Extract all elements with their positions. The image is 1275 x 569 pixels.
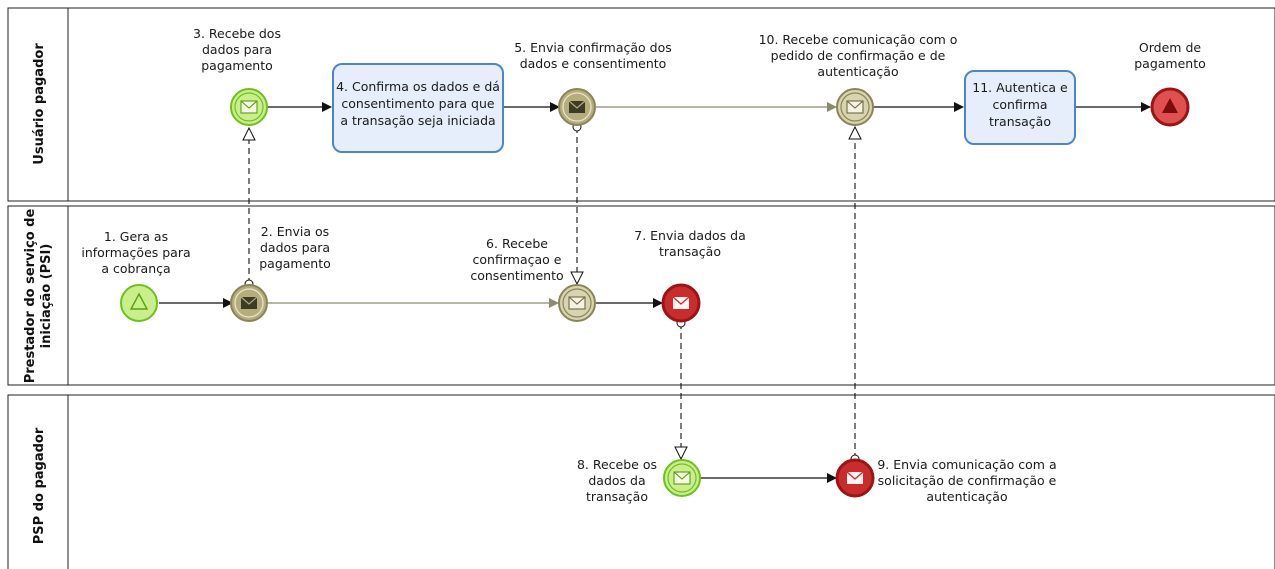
envelope-outline-icon xyxy=(673,471,691,485)
end-event-psp-message[interactable] xyxy=(835,458,875,498)
task-autentica[interactable]: 11. Autentica e confirma transação xyxy=(964,70,1076,145)
lane-title-usuario: Usuário pagador xyxy=(32,43,47,165)
label-psi-send: 2. Envia os dados para pagamento xyxy=(259,224,331,271)
end-event-psi-message[interactable] xyxy=(661,283,701,323)
label-user-receive2-line3: autenticação xyxy=(817,64,898,79)
envelope-outline-icon xyxy=(846,100,864,114)
event-psi-receive-message[interactable] xyxy=(558,284,596,322)
event-user-receive-message[interactable] xyxy=(230,88,268,126)
label-psp-receive-line3: transação xyxy=(586,489,648,504)
label-user-receive2-line1: 10. Recebe comunicação com o xyxy=(759,32,958,47)
task-autentica-line3: transação xyxy=(989,114,1051,129)
label-start-line1: 1. Gera as xyxy=(104,229,168,244)
event-user-receive2-message[interactable] xyxy=(836,88,874,126)
lane-psi: Prestador do serviço de iniciação (PSI) xyxy=(7,205,1275,386)
event-user-send-message[interactable] xyxy=(558,88,596,126)
label-user-receive-line2: dados para xyxy=(202,42,272,57)
label-psp-end-line3: autenticação xyxy=(926,489,1007,504)
label-psi-end-line2: transação xyxy=(659,244,721,259)
label-psp-receive-line1: 8. Recebe os xyxy=(577,457,657,472)
label-user-receive2: 10. Recebe comunicação com o pedido de c… xyxy=(759,32,958,79)
task-confirma-dados[interactable]: 4. Confirma os dados e dá consentimento … xyxy=(332,63,504,153)
envelope-filled-icon xyxy=(846,471,864,484)
label-start-line3: a cobrança xyxy=(101,261,170,276)
label-user-send: 5. Envia confirmação dos dados e consent… xyxy=(514,40,672,71)
label-psi-send-line3: pagamento xyxy=(259,256,331,271)
label-psp-end-line1: 9. Envia comunicação com a xyxy=(877,457,1056,472)
label-start: 1. Gera as informações para a cobrança xyxy=(81,229,190,276)
lane-title-psi-line1: Prestador do serviço de xyxy=(23,209,38,384)
envelope-filled-icon xyxy=(240,296,258,309)
signal-triangle-icon xyxy=(1162,98,1178,113)
label-final-end-line2: pagamento xyxy=(1134,56,1206,71)
envelope-outline-icon xyxy=(240,100,258,114)
envelope-filled-icon xyxy=(568,100,586,113)
label-psi-send-line1: 2. Envia os xyxy=(261,224,329,239)
label-final-end: Ordem de pagamento xyxy=(1134,40,1206,71)
label-user-receive2-line2: pedido de confirmação e de xyxy=(771,48,946,63)
label-psi-receive: 6. Recebe confirmaçao e consentimento xyxy=(470,236,563,283)
label-psi-receive-line3: consentimento xyxy=(470,268,563,283)
lane-title-psi-line2: iniciação (PSI) xyxy=(39,244,54,349)
task-autentica-line2: confirma xyxy=(992,97,1047,112)
event-psp-receive-message[interactable] xyxy=(663,459,701,497)
start-event[interactable] xyxy=(120,284,158,322)
label-psi-end: 7. Envia dados da transação xyxy=(634,228,745,259)
task-confirma-line3: a transação seja iniciada xyxy=(340,113,495,128)
task-confirma-line1: 4. Confirma os dados e dá xyxy=(336,79,500,94)
label-psp-receive: 8. Recebe os dados da transação xyxy=(577,457,657,504)
event-psi-send-message[interactable] xyxy=(230,284,268,322)
label-psi-end-line1: 7. Envia dados da xyxy=(634,228,745,243)
label-psi-send-line2: dados para xyxy=(260,240,330,255)
label-psp-receive-line2: dados da xyxy=(588,473,645,488)
task-autentica-line1: 11. Autentica e xyxy=(972,80,1068,95)
lane-psp-pagador: PSP do pagador xyxy=(7,394,1275,569)
label-user-receive: 3. Recebe dos dados para pagamento xyxy=(193,26,281,73)
end-event-ordem-pagamento[interactable] xyxy=(1150,87,1190,127)
label-user-send-line2: dados e consentimento xyxy=(520,56,667,71)
label-user-send-line1: 5. Envia confirmação dos xyxy=(514,40,672,55)
label-psi-receive-line1: 6. Recebe xyxy=(486,236,548,251)
label-psp-end-line2: solicitação de confirmação e xyxy=(878,473,1057,488)
label-start-line2: informações para xyxy=(81,245,190,260)
sequence-flows xyxy=(159,102,1151,483)
signal-triangle-icon xyxy=(129,292,149,310)
lane-title-psp: PSP do pagador xyxy=(32,427,47,544)
label-psi-receive-line2: confirmaçao e xyxy=(473,252,562,267)
envelope-filled-icon xyxy=(672,296,690,309)
label-user-receive-line3: pagamento xyxy=(201,58,273,73)
task-confirma-line2: consentimento para que xyxy=(341,96,494,111)
label-psp-end: 9. Envia comunicação com a solicitação d… xyxy=(877,457,1056,504)
envelope-outline-icon xyxy=(568,296,586,310)
label-user-receive-line1: 3. Recebe dos xyxy=(193,26,281,41)
label-final-end-line1: Ordem de xyxy=(1139,40,1201,55)
